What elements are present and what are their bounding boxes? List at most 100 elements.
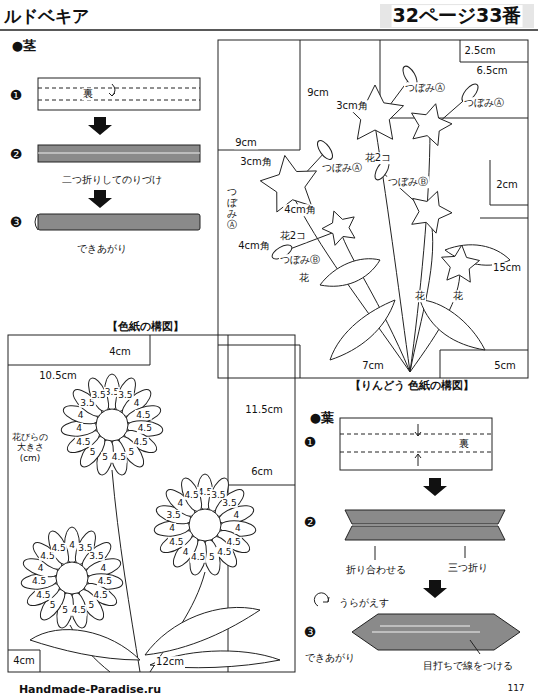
petal-size: 4: [234, 523, 242, 533]
finished-leaf: [352, 614, 520, 650]
heading-label: ●茎: [11, 39, 37, 54]
leader-line: [375, 546, 465, 560]
flower-center: [56, 562, 88, 594]
note-label: 裏: [82, 88, 94, 100]
folded-strip: [38, 145, 200, 162]
layout-lines: [8, 335, 295, 672]
layout-frame: [218, 40, 528, 378]
petal-size: 4.5: [225, 536, 241, 546]
flower-center: [189, 509, 221, 541]
note-label: 15cm: [492, 262, 522, 274]
note-label: 三つ折り: [447, 562, 489, 574]
paper-strip: [340, 418, 492, 470]
petal-size: 3.5: [165, 510, 181, 520]
note-label: 6.5cm: [475, 65, 508, 77]
awl-line: [372, 626, 480, 632]
note-label: 花: [298, 272, 310, 284]
petal-size: 4.5: [216, 547, 232, 557]
fold-line: [340, 434, 492, 452]
note-label: ❸: [303, 624, 318, 640]
note-label: 4cm: [108, 346, 132, 358]
down-arrow: [88, 190, 112, 208]
bellflower: [322, 211, 355, 245]
note-label: ❷: [303, 514, 318, 530]
note-label: つぼみⒶ: [226, 186, 238, 230]
note-label: うらがえす: [338, 597, 390, 609]
bellflower: [442, 245, 480, 282]
petal-size: 4: [133, 398, 141, 408]
stem-end: [35, 214, 38, 230]
flower-center: [96, 409, 128, 441]
note-label: ❷: [9, 146, 24, 162]
folded-leaf-bottom: [345, 526, 505, 540]
down-arrow: [423, 580, 447, 598]
note-label: 4cm角: [283, 204, 317, 216]
petal-size: 5: [208, 552, 216, 562]
petal-size: 4.5: [50, 543, 66, 553]
petal-size: 4: [37, 563, 45, 573]
petal-size: 4: [75, 423, 83, 433]
frames: [0, 4, 538, 672]
note-label: 花: [414, 290, 426, 302]
header-rule: [0, 29, 538, 31]
note-label: 9cm: [234, 137, 258, 149]
note-label: できあがり: [304, 652, 356, 664]
awl: [470, 640, 480, 654]
heading-label: 【りんどう 色紙の構図】: [349, 380, 476, 393]
layout-lines: [218, 40, 528, 378]
note-label: 10.5cm: [38, 370, 78, 382]
petal-size: 3.5: [117, 390, 133, 400]
note-label: つぼみⒷ: [279, 254, 321, 266]
petal-size: 4: [233, 510, 241, 520]
petal-size: 4: [168, 523, 176, 533]
header-box: [380, 4, 534, 28]
note-label: 花びらの大きさ (cm): [9, 432, 51, 463]
bellflower: [412, 191, 452, 233]
petal-size: 4.5: [137, 423, 153, 433]
petal-size: 5: [128, 447, 136, 457]
stem-steps: [35, 78, 200, 230]
note-label: 12cm: [155, 656, 185, 668]
finished-stem: [38, 214, 200, 230]
note-label: 4cm: [12, 655, 36, 667]
bellflower: [412, 104, 452, 146]
leaf-steps: [314, 418, 520, 654]
paper-strip: [38, 78, 200, 110]
petal-size: 4.5: [71, 605, 87, 615]
note-label: 目打ちで線をつける: [422, 660, 514, 672]
petal-size: 5: [88, 600, 96, 610]
note-label: 花: [452, 290, 464, 302]
petal-size: 4.5: [183, 490, 199, 500]
note-label: 9cm: [306, 87, 330, 99]
petal-size: 4: [100, 563, 108, 573]
note-label: つぼみⒶ: [404, 82, 446, 94]
bellflower: [346, 85, 403, 139]
petal-size: 4: [182, 547, 190, 557]
heading-label: Handmade-Paradise.ru: [18, 684, 162, 697]
heading-label: ●葉: [309, 411, 335, 426]
note-label: つぼみⒷ: [387, 176, 429, 188]
note-label: ❶: [9, 87, 24, 103]
petal-size: 4.5: [111, 452, 127, 462]
fold-line: [38, 88, 200, 100]
petal-size: 3.5: [221, 498, 237, 508]
note-label: 5cm: [493, 360, 517, 372]
petal-size: 4.5: [35, 589, 51, 599]
page-title: ルドベキア: [4, 5, 89, 28]
note-label: 二つ折りしてのりづけ: [61, 174, 163, 186]
note-label: 6cm: [250, 466, 274, 478]
note-label: 花2コ: [364, 152, 392, 164]
petal-size: 4.5: [168, 536, 184, 546]
fold-arrow: [109, 84, 115, 96]
petal-size: 3.5: [88, 551, 104, 561]
note-label: 3cm角: [239, 156, 273, 168]
note-label: つぼみⒶ: [321, 162, 363, 174]
note-label: 11.5cm: [244, 404, 284, 416]
layout-frame: [8, 335, 295, 672]
note-label: つぼみⒶ: [463, 97, 505, 109]
petal-size: 4.5: [190, 552, 206, 562]
leaves: [320, 245, 510, 360]
bellflowers: [260, 64, 510, 372]
turn-over-icon: [314, 593, 329, 606]
